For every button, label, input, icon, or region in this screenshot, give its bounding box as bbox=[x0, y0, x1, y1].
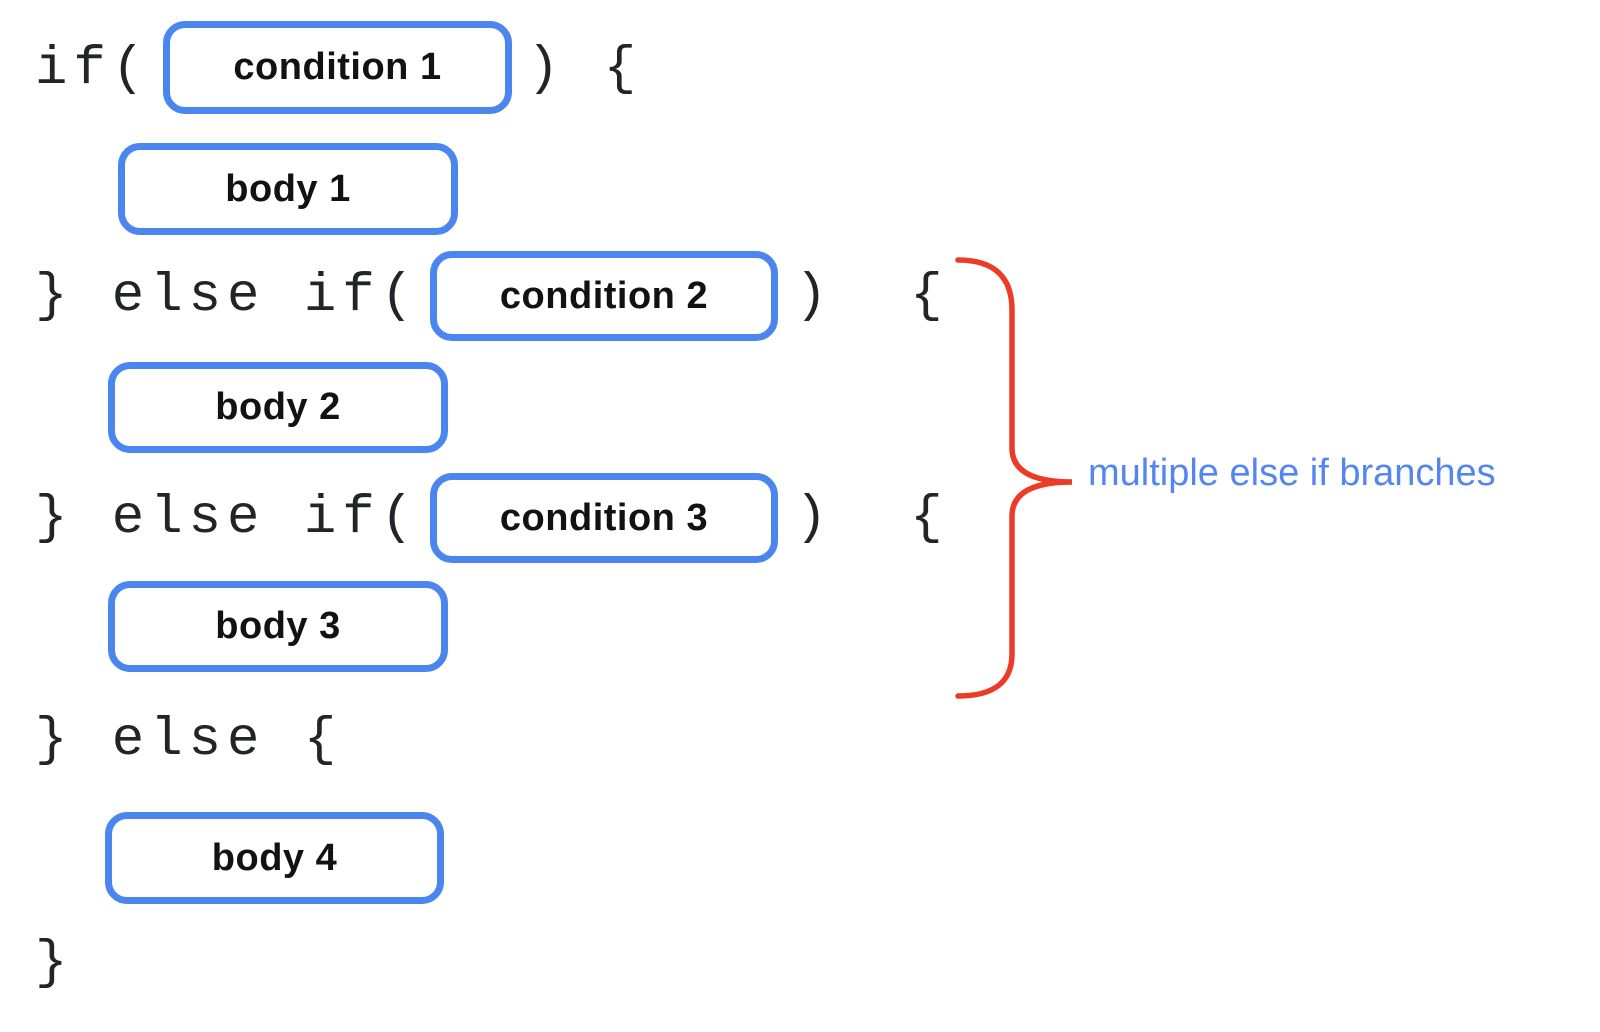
condition-1-label: condition 1 bbox=[233, 46, 442, 88]
code-elseif-open-1: } else if( bbox=[35, 265, 420, 327]
code-if-close: ) { bbox=[527, 38, 643, 100]
body-4-label: body 4 bbox=[211, 836, 338, 879]
condition-1-box: condition 1 bbox=[163, 21, 512, 114]
condition-2-box: condition 2 bbox=[430, 251, 778, 341]
code-if-open: if( bbox=[35, 38, 151, 100]
annotation-multiple-else-if: multiple else if branches bbox=[1088, 452, 1496, 494]
body-4-box: body 4 bbox=[105, 812, 444, 904]
body-3-box: body 3 bbox=[108, 581, 448, 672]
body-1-label: body 1 bbox=[225, 167, 351, 210]
body-2-box: body 2 bbox=[108, 362, 448, 453]
body-1-box: body 1 bbox=[118, 143, 458, 235]
code-final-close: } bbox=[35, 932, 74, 994]
code-else-open: } else { bbox=[35, 709, 343, 771]
code-elseif-close-2: ) { bbox=[795, 487, 949, 549]
condition-2-label: condition 2 bbox=[499, 274, 709, 317]
body-3-label: body 3 bbox=[215, 605, 341, 647]
code-elseif-close-1: ) { bbox=[795, 265, 949, 327]
condition-3-box: condition 3 bbox=[430, 473, 778, 563]
red-curly-brace-icon bbox=[955, 257, 1073, 699]
condition-3-label: condition 3 bbox=[499, 496, 709, 539]
body-2-label: body 2 bbox=[215, 386, 341, 428]
code-elseif-open-2: } else if( bbox=[35, 487, 420, 549]
